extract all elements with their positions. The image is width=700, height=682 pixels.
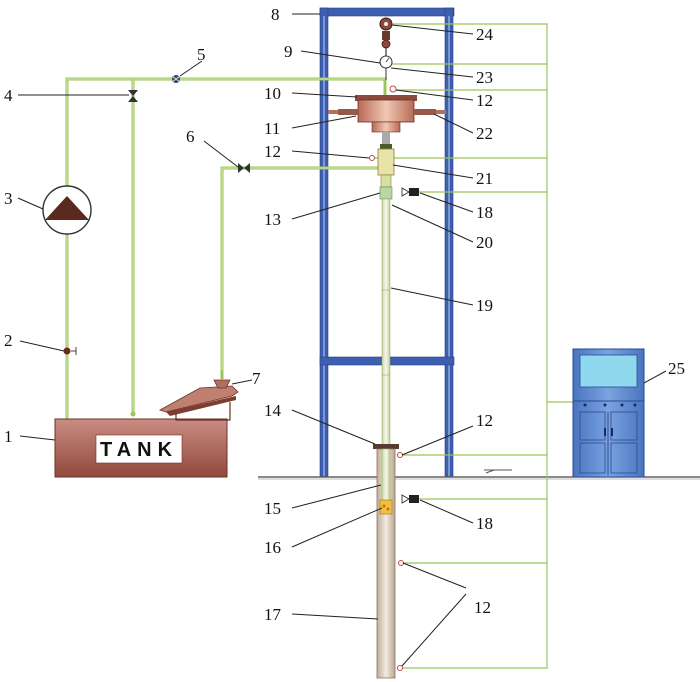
- label-18-upper: 18: [476, 203, 493, 222]
- label-25: 25: [668, 359, 685, 378]
- label-10: 10: [264, 84, 281, 103]
- label-22: 22: [476, 124, 493, 143]
- leader-lines: [17, 13, 667, 667]
- wellbore: [373, 444, 404, 679]
- pipe-network: [65, 77, 387, 419]
- tank: TANK: [54, 418, 228, 478]
- motor-housing: [328, 95, 446, 144]
- label-12-wellhead: 12: [476, 411, 493, 430]
- label-11: 11: [264, 119, 280, 138]
- label-2: 2: [4, 331, 13, 350]
- signal-wires: [373, 23, 573, 669]
- label-6: 6: [186, 127, 195, 146]
- tank-label: TANK: [100, 439, 178, 461]
- label-15: 15: [264, 499, 281, 518]
- valve-6-icon: [238, 163, 250, 173]
- label-4: 4: [4, 86, 13, 105]
- label-1: 1: [4, 427, 13, 446]
- valve-4-icon: [128, 90, 138, 102]
- label-5: 5: [197, 45, 206, 64]
- drill-pipe: [379, 186, 393, 448]
- label-3: 3: [4, 189, 13, 208]
- sensor-18-lower: [401, 494, 419, 504]
- sensor-23: [389, 85, 397, 93]
- sensor-18-upper: [401, 187, 419, 197]
- label-14: 14: [264, 401, 282, 420]
- pump-icon: [42, 185, 92, 235]
- label-12-top: 12: [476, 91, 493, 110]
- swivel-joint: [369, 144, 395, 188]
- label-12-swivel: 12: [264, 142, 281, 161]
- label-19: 19: [476, 296, 493, 315]
- label-24: 24: [476, 25, 494, 44]
- label-21: 21: [476, 169, 493, 188]
- label-20: 20: [476, 233, 493, 252]
- label-7: 7: [252, 369, 261, 388]
- label-12-bottom: 12: [474, 598, 491, 617]
- label-16: 16: [264, 538, 281, 557]
- label-17: 17: [264, 605, 282, 624]
- label-9: 9: [284, 42, 293, 61]
- vibrating-screen: [159, 370, 239, 421]
- label-23: 23: [476, 68, 493, 87]
- control-cabinet: [572, 348, 645, 478]
- valve-5-icon: [171, 75, 181, 83]
- label-8: 8: [271, 5, 280, 24]
- label-18-lower: 18: [476, 514, 493, 533]
- pressure-gauge: [379, 55, 393, 80]
- label-13: 13: [264, 210, 281, 229]
- pulley-sensor: [379, 17, 393, 56]
- part-number-labels: 1 2 3 4 5 6 7 8 9 10 11 12 13 14 15 16 1…: [4, 5, 685, 624]
- valve-2-icon: [63, 347, 77, 355]
